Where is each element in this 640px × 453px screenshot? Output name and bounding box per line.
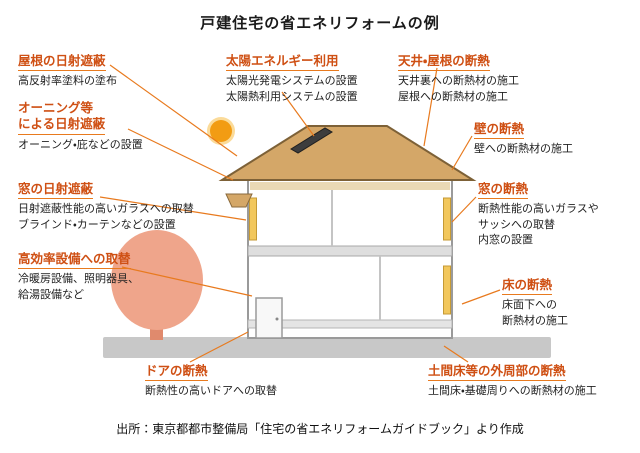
page-title: 戸建住宅の省エネリフォームの例 bbox=[200, 15, 440, 32]
callout-desc: 床面下への 断熱材の施工 bbox=[502, 299, 568, 327]
callout-desc: 断熱性能の高いガラスや サッシへの取替 内窓の設置 bbox=[478, 203, 599, 247]
callout-desc: 壁への断熱材の施工 bbox=[474, 143, 573, 156]
callout-desc: 土間床・基礎周りへの断熱材の施工 bbox=[428, 385, 597, 398]
roof bbox=[218, 125, 477, 181]
callout-heading: 壁の断熱 bbox=[474, 121, 525, 140]
callout-heading: 土間床等の外周部の断熱 bbox=[428, 363, 566, 382]
callout-heading: 窓の日射遮蔽 bbox=[18, 181, 94, 200]
callout-desc: 冷暖房設備、照明器具、 給湯設備など bbox=[18, 273, 139, 301]
callout-heading: オーニング等 による日射遮蔽 bbox=[18, 100, 106, 135]
callout-awning-shading: オーニング等 による日射遮蔽 オーニング・庇などの設置 bbox=[18, 100, 143, 153]
callout-floor-insulation: 床の断熱 床面下への 断熱材の施工 bbox=[502, 276, 568, 329]
tree bbox=[111, 230, 203, 340]
callout-heading: 床の断熱 bbox=[502, 277, 553, 296]
callout-desc: 高反射率塗料の塗布 bbox=[18, 75, 117, 88]
callout-roof-shading: 屋根の日射遮蔽 高反射率塗料の塗布 bbox=[18, 52, 117, 90]
callout-desc: 日射遮蔽性能の高いガラスへの取替 ブラインド・カーテンなどの設置 bbox=[18, 203, 194, 231]
callout-desc: 断熱性の高いドアへの取替 bbox=[145, 385, 277, 398]
callout-heading: 太陽エネルギー利用 bbox=[226, 53, 339, 72]
callout-wall-insulation: 壁の断熱 壁への断熱材の施工 bbox=[474, 120, 573, 158]
callout-window-insulation: 窓の断熱 断熱性能の高いガラスや サッシへの取替 内窓の設置 bbox=[478, 180, 599, 248]
callout-heading: 天井・屋根の断熱 bbox=[398, 53, 490, 72]
callout-equipment-upgrade: 高効率設備への取替 冷暖房設備、照明器具、 給湯設備など bbox=[18, 250, 139, 303]
ceiling-insulation bbox=[250, 182, 450, 190]
callout-solar-energy: 太陽エネルギー利用 太陽光発電システムの設置 太陽熱利用システムの設置 bbox=[226, 52, 358, 105]
callout-desc: 太陽光発電システムの設置 太陽熱利用システムの設置 bbox=[226, 75, 358, 103]
sun-icon bbox=[207, 117, 235, 145]
door bbox=[255, 297, 283, 339]
callout-heading: 窓の断熱 bbox=[478, 181, 529, 200]
callout-door-insulation: ドアの断熱 断熱性の高いドアへの取替 bbox=[145, 362, 277, 400]
callout-perimeter-insulation: 土間床等の外周部の断熱 土間床・基礎周りへの断熱材の施工 bbox=[428, 362, 597, 400]
callout-ceiling-roof-insulation: 天井・屋根の断熱 天井裏への断熱材の施工 屋根への断熱材の施工 bbox=[398, 52, 519, 105]
callout-heading: 屋根の日射遮蔽 bbox=[18, 53, 106, 72]
wall-insulation-strip bbox=[249, 197, 257, 241]
callout-desc: 天井裏への断熱材の施工 屋根への断熱材の施工 bbox=[398, 75, 519, 103]
source-note: 出所：東京都都市整備局「住宅の省エネリフォームガイドブック」より作成 bbox=[116, 422, 524, 436]
wall-insulation-strip bbox=[443, 197, 451, 241]
wall-insulation-strip bbox=[443, 265, 451, 315]
ground bbox=[103, 337, 551, 358]
callout-heading: ドアの断熱 bbox=[145, 363, 208, 382]
house-illustration bbox=[218, 125, 477, 339]
callout-heading: 高効率設備への取替 bbox=[18, 251, 131, 270]
callout-desc: オーニング・庇などの設置 bbox=[18, 138, 143, 151]
leader-lines bbox=[99, 64, 501, 363]
callout-window-shading: 窓の日射遮蔽 日射遮蔽性能の高いガラスへの取替 ブラインド・カーテンなどの設置 bbox=[18, 180, 194, 233]
awning bbox=[225, 193, 253, 208]
